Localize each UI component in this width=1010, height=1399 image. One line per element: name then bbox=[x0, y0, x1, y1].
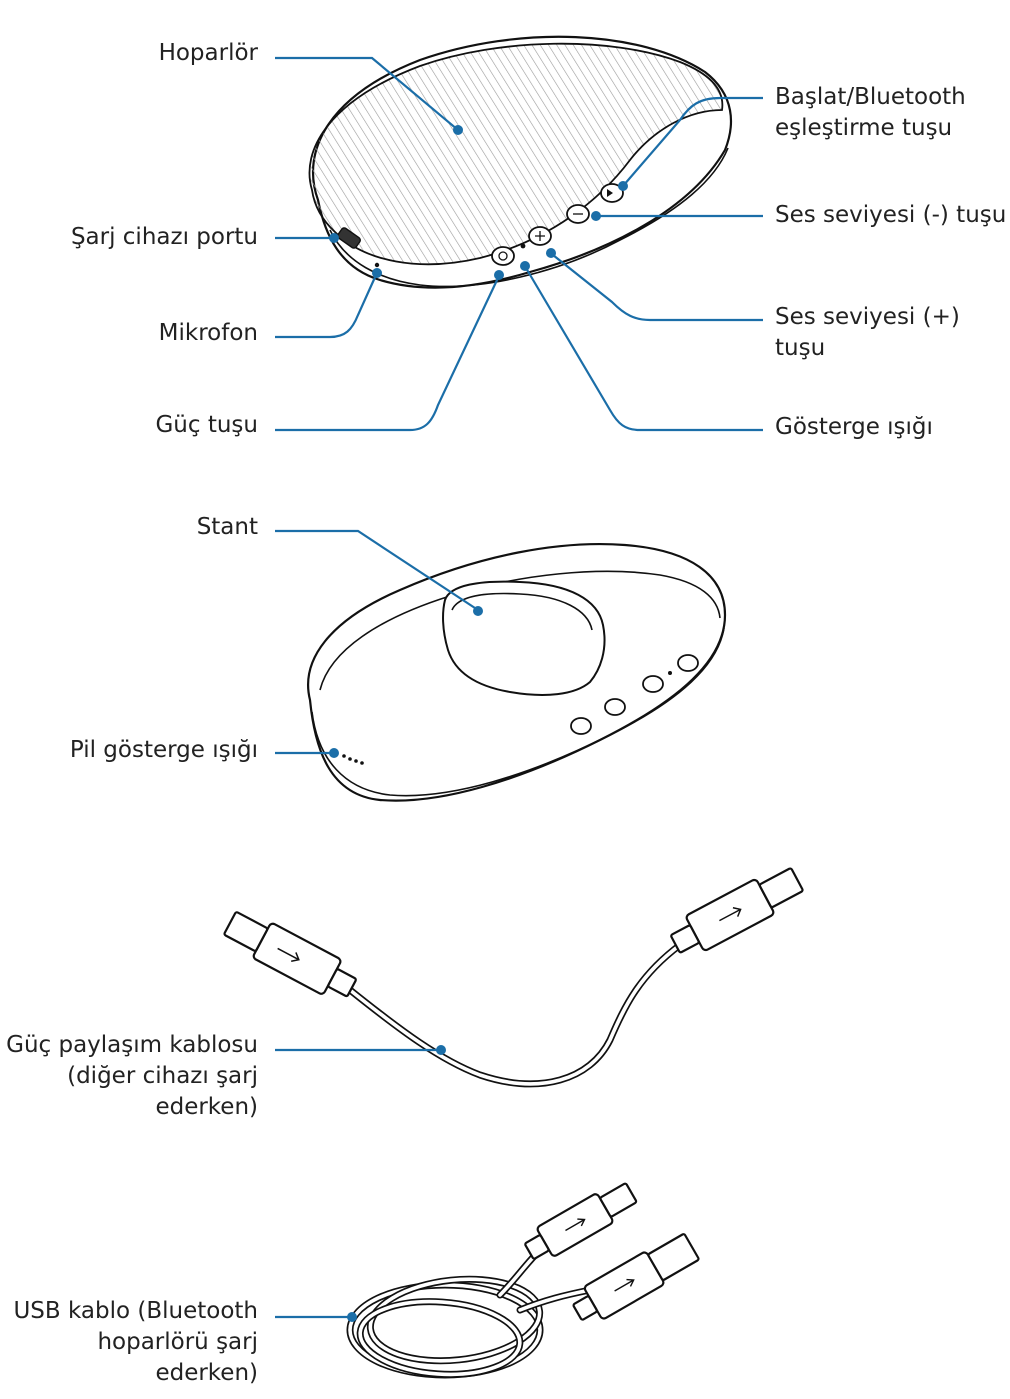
label-ses-eksi: Ses seviyesi (-) tuşu bbox=[775, 202, 1007, 228]
label-mikrofon: Mikrofon bbox=[158, 320, 258, 346]
label-gosterge: Gösterge ışığı bbox=[775, 414, 933, 440]
play-pause-button-icon bbox=[600, 183, 624, 203]
usb-symbol-icon bbox=[719, 907, 742, 922]
usb-symbol-icon bbox=[614, 1278, 635, 1292]
label-guc-tusu: Güç tuşu bbox=[155, 412, 258, 438]
label-hoparlor: Hoparlör bbox=[158, 40, 258, 66]
power-share-cable bbox=[223, 867, 804, 1088]
label-stant: Stant bbox=[196, 514, 258, 540]
speaker-mesh bbox=[308, 42, 724, 266]
label-sarj-portu: Şarj cihazı portu bbox=[70, 224, 258, 250]
speaker-back bbox=[307, 542, 727, 802]
label-usb-kablo: USB kablo (Bluetooth hoparlörü şarj eder… bbox=[13, 1298, 258, 1386]
usb-symbol-icon bbox=[565, 1218, 586, 1232]
power-button-icon bbox=[491, 246, 515, 266]
volume-up-button-icon bbox=[528, 226, 552, 246]
leader-lines bbox=[275, 56, 763, 1322]
speaker-front bbox=[308, 35, 733, 289]
usb-cable bbox=[346, 1182, 700, 1379]
label-baslat: Başlat/Bluetooth eşleştirme tuşu bbox=[775, 84, 966, 141]
battery-leds bbox=[342, 754, 364, 765]
label-ses-arti: Ses seviyesi (+) tuşu bbox=[775, 304, 960, 361]
label-guc-kablosu: Güç paylaşım kablosu (diğer cihazı şarj … bbox=[6, 1032, 258, 1120]
volume-down-button-icon bbox=[566, 204, 590, 224]
charger-port bbox=[337, 227, 361, 249]
label-pil-gosterge: Pil gösterge ışığı bbox=[69, 737, 258, 763]
stand bbox=[442, 580, 606, 696]
usb-symbol-icon bbox=[277, 947, 300, 963]
